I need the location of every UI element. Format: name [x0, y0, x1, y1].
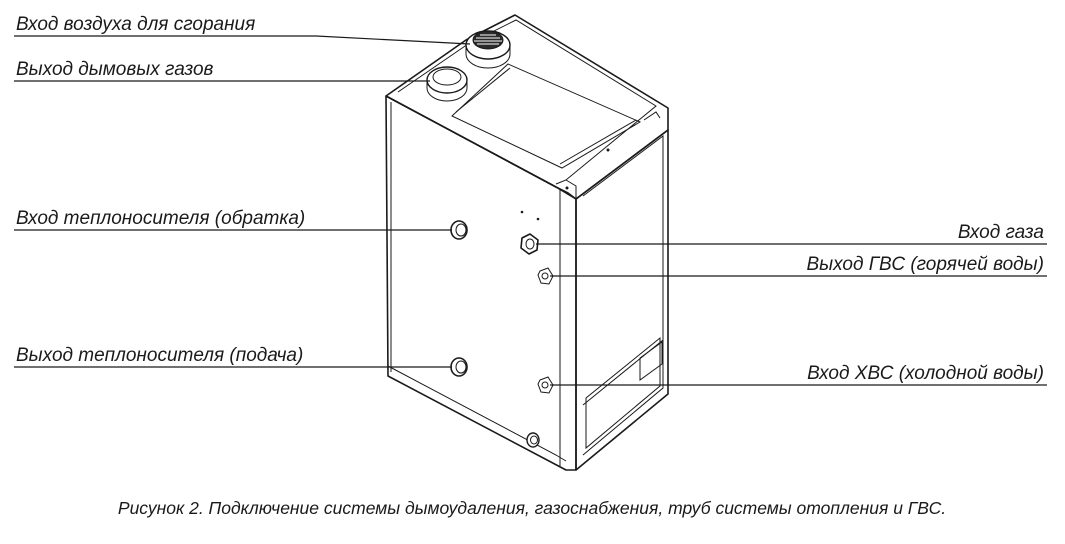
boiler-top-face — [385, 14, 669, 200]
supply-fitting — [450, 357, 468, 377]
air-intake-pipe — [465, 30, 511, 69]
leader-air-inlet — [14, 35, 471, 45]
dhw-fitting — [537, 267, 554, 285]
flue-outlet-pipe — [426, 66, 468, 102]
side-lower-panel — [585, 336, 661, 450]
label-air-inlet: Вход воздуха для сгорания — [16, 14, 255, 35]
label-supply-outlet: Выход теплоносителя (подача) — [16, 345, 303, 366]
label-gas-inlet: Вход газа — [958, 222, 1044, 243]
boiler-front-face — [385, 95, 577, 471]
boiler-side-face — [575, 129, 669, 471]
label-flue-outlet: Выход дымовых газов — [16, 59, 214, 80]
top-lid-panel — [451, 63, 642, 169]
gas-fitting — [520, 233, 539, 255]
label-cold-inlet: Вход ХВС (холодной воды) — [807, 363, 1044, 384]
front-face-bottom-band — [387, 365, 567, 462]
labels: Вход воздуха для сгорания Выход дымовых … — [16, 14, 1044, 384]
leader-lines — [14, 35, 1047, 386]
drain-fitting — [526, 432, 540, 448]
label-return-inlet: Вход теплоносителя (обратка) — [16, 208, 305, 229]
label-dhw-outlet: Выход ГВС (горячей воды) — [806, 254, 1044, 275]
return-fitting — [450, 220, 468, 240]
figure-caption: Рисунок 2. Подключение системы дымоудале… — [118, 498, 946, 518]
boiler-drawing — [385, 14, 669, 471]
side-nameplate — [639, 341, 663, 381]
cold-water-fitting — [537, 376, 554, 394]
